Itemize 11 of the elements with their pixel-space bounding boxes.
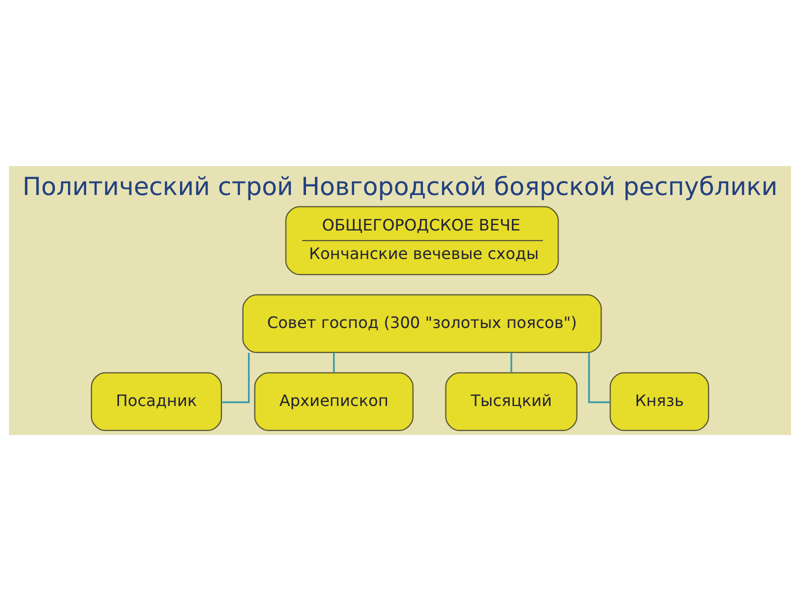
node-box: Совет господ (300 "золотых поясов") <box>242 294 602 353</box>
node-box: Тысяцкий <box>445 372 578 431</box>
connector <box>588 352 610 403</box>
connector <box>222 352 250 403</box>
node-box: Посадник <box>90 372 222 431</box>
connector <box>510 352 512 372</box>
node-box: Князь <box>610 372 710 431</box>
node-box: Архиепископ <box>254 372 414 431</box>
node-box: ОБЩЕГОРОДСКОЕ ВЕЧЕ Кончанские вечевые сходы <box>285 206 559 275</box>
diagram-title: Политический строй Новгородской боярской республики <box>22 171 778 200</box>
connector <box>333 352 335 372</box>
